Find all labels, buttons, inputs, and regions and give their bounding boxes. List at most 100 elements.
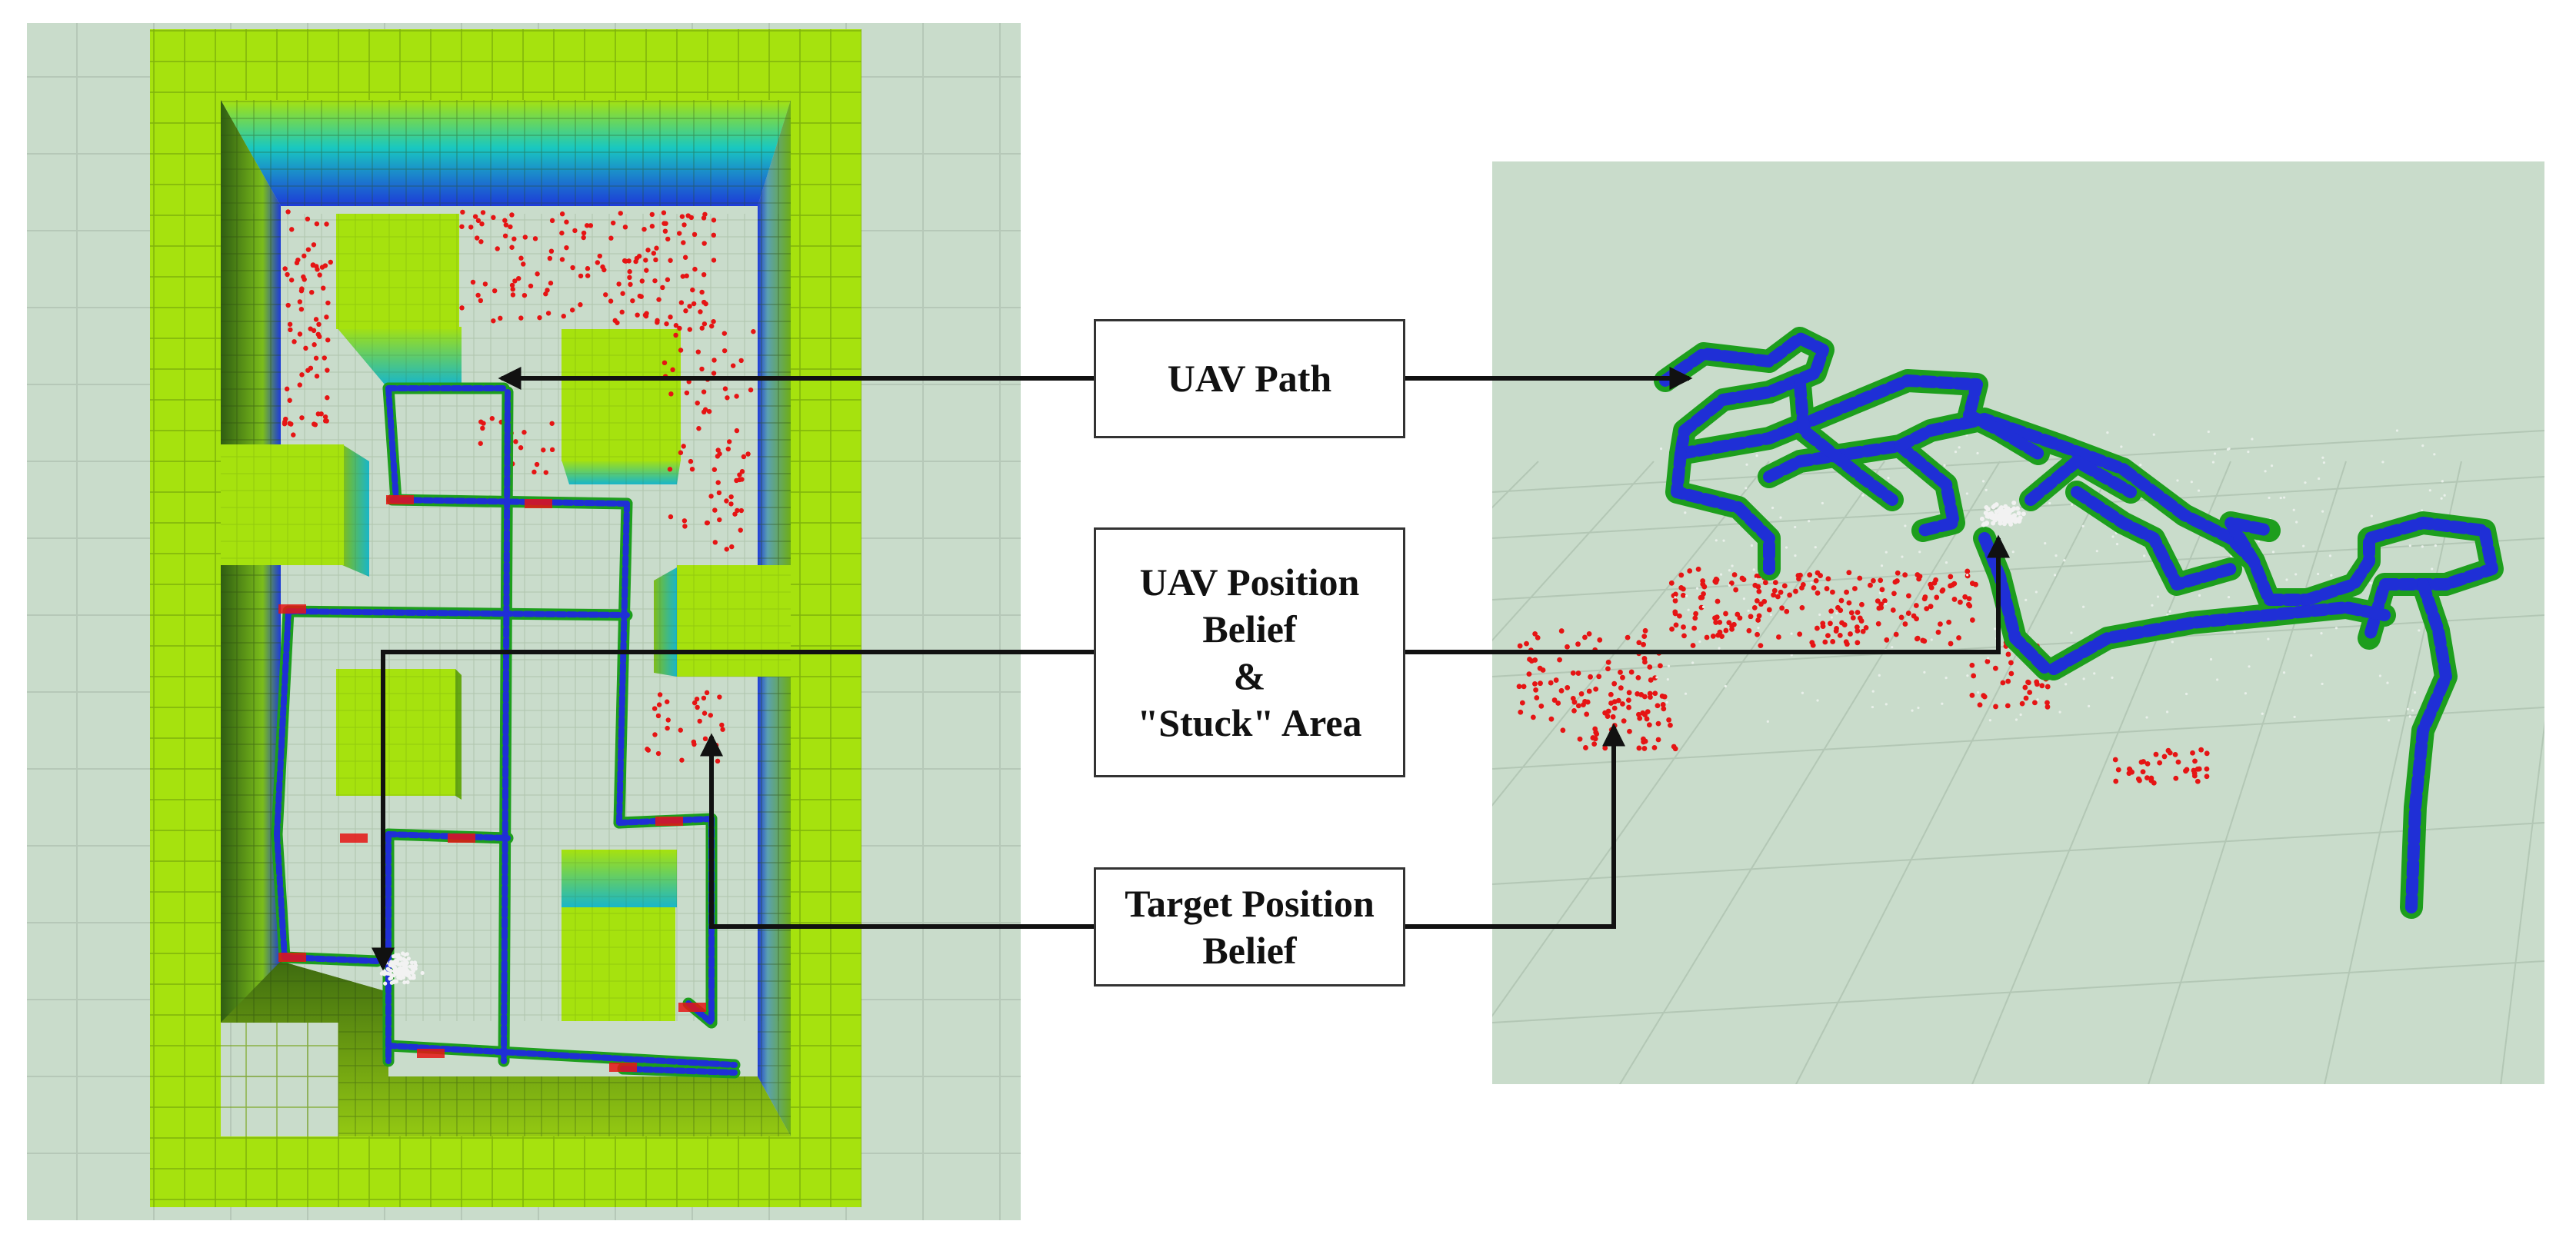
right-faint-particle (1674, 596, 1677, 599)
right-particle (1758, 643, 1764, 649)
left-particle (325, 300, 331, 306)
right-particle (2005, 651, 2011, 657)
right-particle (1677, 613, 1682, 619)
right-stuck-particle (1979, 516, 1984, 521)
right-faint-particle (2197, 489, 2201, 492)
right-particle (1729, 626, 1735, 632)
right-particle (1655, 737, 1661, 743)
right-particle (1618, 669, 1623, 675)
right-stuck-particle (2011, 506, 2017, 511)
right-particle (1964, 568, 1971, 574)
right-faint-particle (2111, 535, 2114, 538)
right-faint-particle (2156, 595, 2160, 598)
right-particle (1605, 708, 1611, 714)
right-faint-particle (2370, 514, 2373, 517)
right-faint-particle (1665, 700, 1668, 704)
right-stuck-particle (2008, 517, 2013, 522)
right-faint-particle (2293, 715, 2296, 719)
right-faint-particle (2440, 497, 2443, 500)
right-faint-particle (1666, 678, 1669, 681)
right-particle (2039, 683, 2045, 689)
right-stuck-particle (2008, 521, 2014, 527)
left-particle (732, 511, 738, 517)
left-particle (695, 349, 701, 354)
left-particle (708, 494, 714, 499)
left-particle (665, 277, 671, 282)
right-particle (1799, 604, 1805, 611)
right-path-blue (2224, 517, 2275, 567)
right-particle (2204, 750, 2210, 757)
right-particle (1651, 744, 1658, 750)
right-path-blue (2071, 486, 2237, 591)
left-particle (301, 274, 306, 280)
right-particle (1695, 566, 1701, 572)
right-particle (1828, 620, 1833, 627)
left-path-marker (278, 604, 306, 614)
left-particle (298, 306, 305, 312)
right-particle (1636, 640, 1642, 646)
right-particle (1843, 639, 1849, 645)
right-particle (1658, 663, 1663, 669)
left-path-blue (620, 1066, 738, 1076)
left-stuck-particle (402, 960, 407, 965)
right-particle (1719, 634, 1725, 640)
right-faint-particle (2431, 567, 2434, 571)
left-particle (694, 696, 700, 702)
left-particle (711, 258, 717, 263)
right-faint-particle (2433, 453, 2436, 456)
right-grid-line (1492, 461, 1770, 807)
right-faint-particle (1755, 454, 1758, 457)
right-stuck-particle (1991, 514, 1996, 520)
right-faint-particle (1891, 646, 1894, 649)
right-particle (1571, 707, 1577, 714)
right-particle (1680, 586, 1686, 592)
right-particle (1884, 637, 1890, 643)
left-particle (699, 325, 705, 331)
left-particle (518, 445, 524, 451)
left-particle (664, 321, 669, 327)
right-particle (1555, 700, 1561, 706)
left-stuck-particle (396, 974, 401, 980)
right-faint-particle (2334, 627, 2338, 630)
left-particle (622, 225, 628, 230)
left-stuck-particle (395, 959, 399, 963)
right-particle (1860, 628, 1866, 634)
right-faint-particle (2209, 657, 2213, 661)
left-particle (569, 308, 575, 313)
right-particle (1855, 640, 1861, 646)
right-faint-particle (1977, 690, 1980, 694)
right-particle (1906, 593, 1911, 599)
right-faint-particle (2369, 581, 2372, 585)
right-grid-line (2324, 461, 2462, 1084)
left-particle (622, 258, 628, 264)
left-particle (691, 231, 698, 238)
right-faint-particle (1757, 626, 1760, 630)
right-particle (2192, 758, 2198, 764)
right-faint-particle (1684, 511, 1687, 514)
right-particle (1848, 610, 1855, 616)
left-target-particles (282, 209, 756, 764)
right-faint-particle (2120, 445, 2123, 448)
right-particle (1551, 697, 1558, 703)
right-faint-particle (2227, 596, 2231, 599)
right-particle (1641, 694, 1648, 700)
left-particle (737, 472, 742, 477)
right-particle (1911, 613, 1917, 619)
left-stuck-particle (403, 953, 408, 957)
right-particle (1691, 625, 1698, 631)
right-particle (1605, 659, 1611, 665)
right-stuck-particle (1984, 505, 1989, 511)
left-particle (665, 236, 671, 242)
right-faint-particle (2139, 463, 2142, 467)
left-particle (670, 367, 675, 373)
right-faint-particle (2048, 501, 2051, 505)
right-faint-particle (1769, 613, 1773, 617)
right-faint-particle (2095, 550, 2098, 553)
right-faint-particle (1966, 574, 1969, 577)
right-faint-particle (1719, 573, 1723, 576)
right-particle (2027, 690, 2033, 695)
right-particle (1902, 621, 1908, 627)
right-faint-particle (2264, 470, 2267, 473)
right-particle (2157, 760, 2163, 766)
left-particle (677, 325, 682, 331)
